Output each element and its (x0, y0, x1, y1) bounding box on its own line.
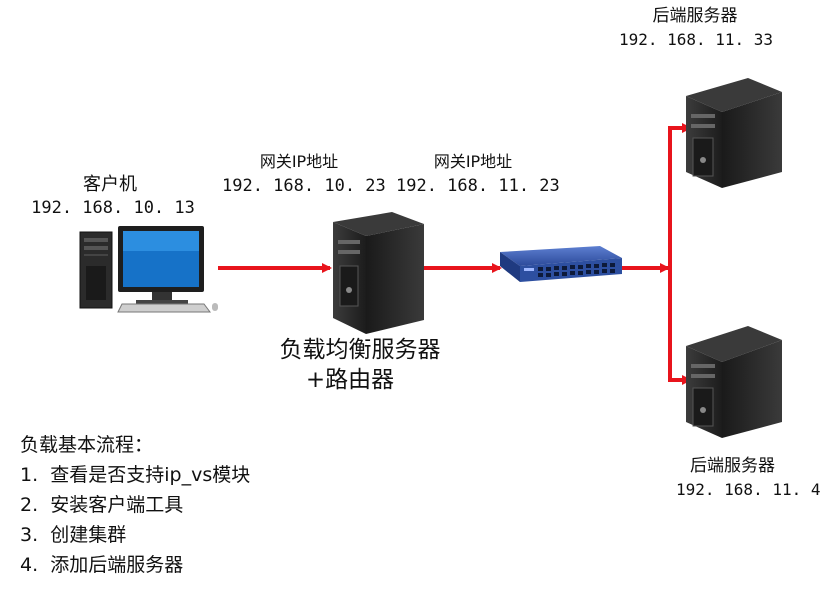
process-steps: 负载基本流程： 1. 查看是否支持ip_vs模块 2. 安装客户端工具 3. 创… (20, 430, 250, 580)
backend-top-label: 后端服务器 (652, 6, 738, 26)
gateway-left-label: 网关IP地址 (259, 152, 339, 171)
step-text: 创建集群 (50, 524, 127, 546)
backend-bottom-ip: 192. 168. 11. 4 (676, 480, 821, 499)
step-text: 安装客户端工具 (50, 494, 184, 516)
step-number: 1. (20, 464, 39, 486)
step-item: 2. 安装客户端工具 (20, 490, 250, 520)
load-balancer-sublabel: +路由器 (305, 367, 395, 393)
switch-icon (500, 246, 622, 282)
gateway-right-ip: 192. 168. 11. 23 (396, 176, 560, 196)
backend-bottom-label: 后端服务器 (690, 456, 775, 476)
backend-top-ip: 192. 168. 11. 33 (618, 30, 774, 49)
network-diagram (79, 78, 782, 438)
step-number: 2. (20, 494, 39, 516)
step-number: 4. (20, 554, 39, 576)
steps-title: 负载基本流程： (20, 434, 154, 456)
load-balancer-server-icon (333, 212, 424, 334)
arrows (218, 123, 692, 385)
backend-server-bottom-icon (686, 326, 782, 438)
load-balancer-label: 负载均衡服务器 (279, 337, 441, 363)
gateway-left-ip: 192. 168. 10. 23 (222, 176, 386, 196)
step-text: 查看是否支持ip_vs模块 (50, 464, 251, 486)
client-label: 客户机 (83, 174, 137, 195)
step-number: 3. (20, 524, 39, 546)
client-computer-icon (79, 226, 218, 313)
step-item: 3. 创建集群 (20, 520, 250, 550)
backend-server-top-icon (686, 78, 782, 188)
step-item: 1. 查看是否支持ip_vs模块 (20, 460, 250, 490)
step-text: 添加后端服务器 (50, 554, 184, 576)
client-ip: 192. 168. 10. 13 (31, 198, 195, 218)
step-item: 4. 添加后端服务器 (20, 550, 250, 580)
gateway-right-label: 网关IP地址 (433, 152, 513, 171)
